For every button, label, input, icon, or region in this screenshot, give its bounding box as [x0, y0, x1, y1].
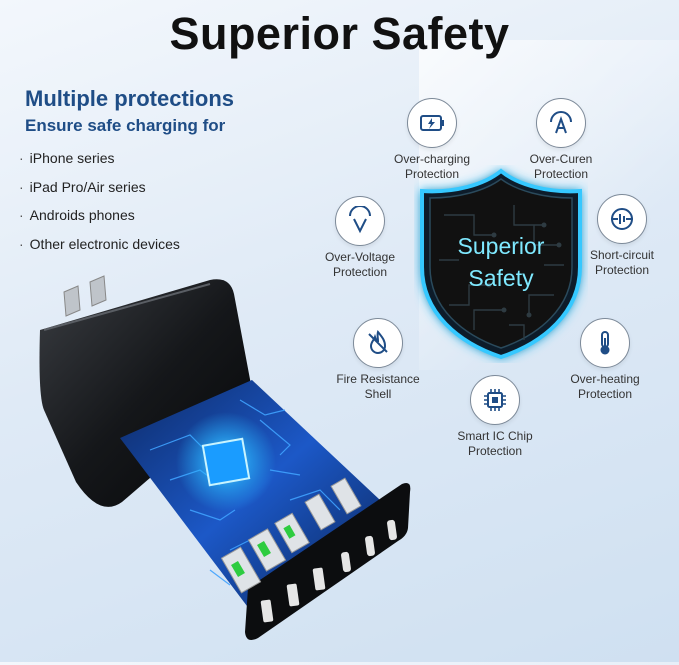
feature-label-line2: Protection	[533, 167, 589, 181]
shield-label-line2: Safety	[468, 265, 534, 291]
thermometer-icon	[580, 318, 630, 368]
subtitle-main: Multiple protections	[25, 86, 234, 111]
shield-icon	[420, 168, 582, 360]
subtitle-secondary: Ensure safe charging for	[25, 116, 226, 135]
bullet: ·	[19, 178, 24, 195]
list-item: · Other electronic devices	[19, 235, 180, 264]
feature-label-line1: Smart IC Chip	[457, 429, 533, 443]
voltage-icon	[335, 196, 385, 246]
feature-label-line1: Over-heating	[570, 372, 640, 386]
feature-label-line1: Short-circuit	[589, 248, 654, 262]
device-name: Androids phones	[29, 207, 135, 223]
feature-over-voltage: Over-Voltage Protection	[290, 196, 430, 280]
bullet: ·	[19, 207, 24, 223]
feature-label-line2: Protection	[467, 444, 523, 458]
usb-charger-icon	[39, 275, 411, 640]
fire-resistance-icon	[353, 318, 403, 368]
short-circuit-icon	[597, 194, 647, 244]
feature-smart-ic: Smart IC Chip Protection	[425, 375, 565, 459]
feature-label-line1: Over-Voltage	[324, 250, 396, 264]
feature-short-circuit: Short-circuit Protection	[552, 194, 679, 278]
device-name: Other electronic devices	[29, 235, 180, 252]
feature-over-charging: Over-charging Protection	[362, 98, 502, 182]
page-title: Superior Safety	[169, 8, 510, 59]
safety-shield: Superior Safety	[414, 165, 588, 363]
charger-illustration	[30, 270, 420, 660]
feature-label-line2: Shell	[364, 387, 392, 401]
device-list: · iPhone series · iPad Pro/Air series · And…	[19, 149, 180, 263]
list-item: · Androids phones	[19, 206, 180, 235]
chip-icon	[470, 375, 520, 425]
device-name: iPhone series	[29, 150, 115, 166]
list-item: · iPad Pro/Air series	[19, 178, 180, 207]
feature-label-line1: Fire Resistance	[336, 372, 420, 386]
feature-label-line2: Protection	[594, 263, 650, 277]
feature-label-line2: Protection	[404, 167, 460, 181]
feature-label-line2: Protection	[332, 265, 388, 279]
feature-label-line1: Over-Curen	[529, 152, 593, 166]
battery-charging-icon	[407, 98, 457, 148]
feature-over-current: Over-Curen Protection	[491, 98, 631, 182]
feature-fire-resistance: Fire Resistance Shell	[308, 318, 448, 402]
feature-over-heating: Over-heating Protection	[535, 318, 675, 402]
feature-label-line1: Over-charging	[393, 152, 471, 166]
bullet: ·	[19, 235, 24, 252]
shield-label-line1: Superior	[457, 233, 545, 259]
list-item: · iPhone series	[19, 149, 180, 178]
device-name: iPad Pro/Air series	[29, 178, 146, 195]
ampere-icon	[536, 98, 586, 148]
feature-label-line2: Protection	[577, 387, 633, 401]
bullet: ·	[19, 150, 24, 166]
